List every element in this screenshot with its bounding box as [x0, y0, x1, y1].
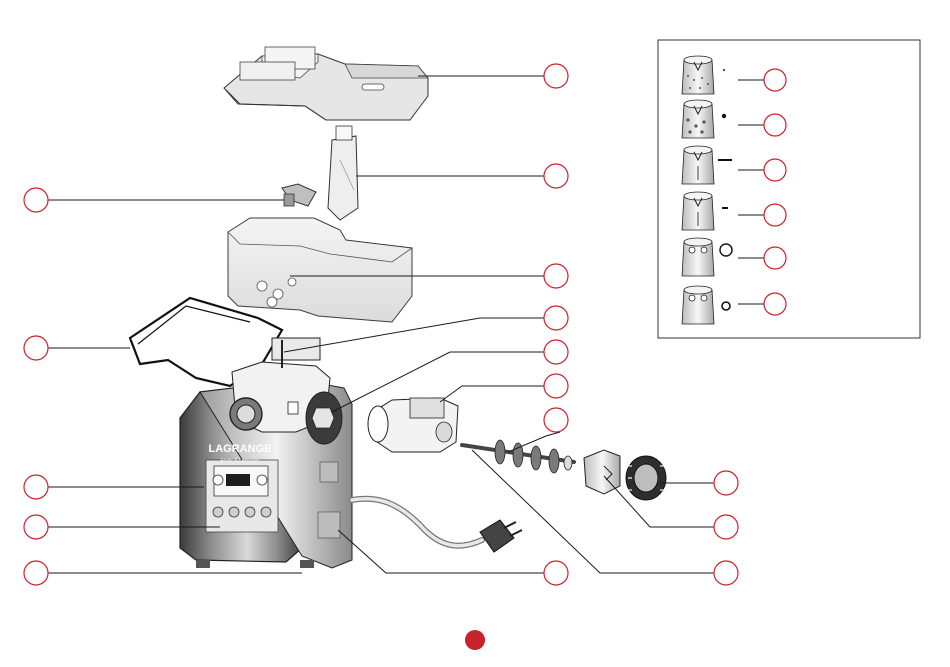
- callout-drum-5: [764, 247, 786, 269]
- callout-transparent-chamber: [544, 374, 568, 398]
- transparent-chamber-illustration: [368, 398, 458, 452]
- callout-drum-6: [764, 293, 786, 315]
- callout-filter-insert: [544, 164, 568, 188]
- page-marker-dot: [465, 630, 485, 650]
- marker-dot-large-icon: [722, 114, 726, 118]
- locking-ring-illustration: [626, 456, 666, 500]
- drum-options-panel: [658, 40, 920, 338]
- callout-locking-ring: [714, 471, 738, 495]
- lid-illustration: [224, 47, 428, 120]
- callout-pusher: [24, 336, 48, 360]
- callout-drum-1: [764, 69, 786, 91]
- brand-sublabel: Fruits & Légumes: [220, 458, 260, 464]
- callout-control-panel: [24, 475, 48, 499]
- small-knob-illustration: [282, 184, 316, 206]
- callout-drive-shaft: [544, 306, 568, 330]
- callout-power-plug: [714, 561, 738, 585]
- callout-cord-storage: [544, 561, 568, 585]
- callout-screw: [544, 408, 568, 432]
- tank-illustration: [228, 218, 412, 322]
- machine-body-illustration: LAGRANGE Fruits & Légumes: [180, 338, 352, 568]
- callout-markers: [24, 64, 738, 585]
- filter-insert-illustration: [328, 126, 358, 220]
- callout-tank: [544, 264, 568, 288]
- callout-drum-tip: [714, 515, 738, 539]
- callout-lid: [544, 64, 568, 88]
- callout-feet: [24, 561, 48, 585]
- power-cord-illustration: [352, 499, 522, 552]
- callout-drum-3: [764, 159, 786, 181]
- callout-drum-4: [764, 204, 786, 226]
- callout-drum-2: [764, 114, 786, 136]
- callout-small-knob: [24, 188, 48, 212]
- callout-motor-body: [24, 515, 48, 539]
- callout-spiral-wheel: [544, 340, 568, 364]
- brand-label: LAGRANGE: [209, 443, 272, 455]
- marker-dot-small-icon: [723, 69, 725, 71]
